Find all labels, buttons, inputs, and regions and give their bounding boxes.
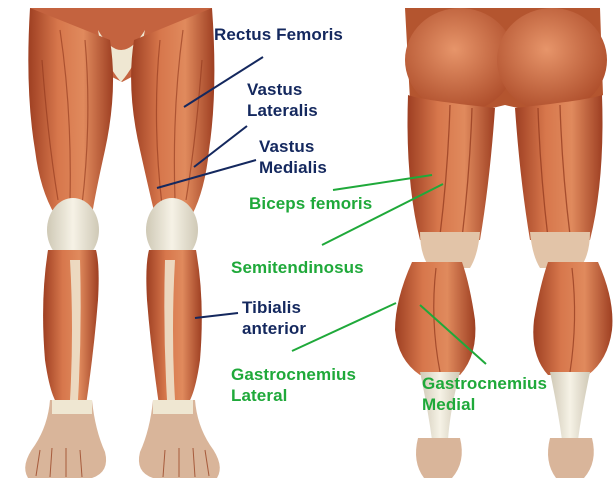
glute-right <box>497 8 607 112</box>
label-vastus-lateralis: Vastus Lateralis <box>247 79 318 121</box>
label-gastrocnemius-medial: Gastrocnemius Medial <box>422 373 547 415</box>
heel-left <box>416 438 462 478</box>
label-gastrocnemius-lateral: Gastrocnemius Lateral <box>231 364 356 406</box>
label-tibialis-anterior: Tibialis anterior <box>242 297 306 339</box>
hamstring-right <box>515 95 603 240</box>
label-biceps-femoris: Biceps femoris <box>249 193 372 214</box>
anterior-legs <box>25 8 220 478</box>
achilles-right <box>550 372 590 440</box>
label-semitendinosus: Semitendinosus <box>231 257 364 278</box>
heel-right <box>548 438 594 478</box>
label-rectus-femoris: Rectus Femoris <box>214 24 343 45</box>
hamstring-left <box>408 95 496 240</box>
leader-gastrocnemius-lateral <box>292 303 396 351</box>
label-vastus-medialis: Vastus Medialis <box>259 136 327 178</box>
